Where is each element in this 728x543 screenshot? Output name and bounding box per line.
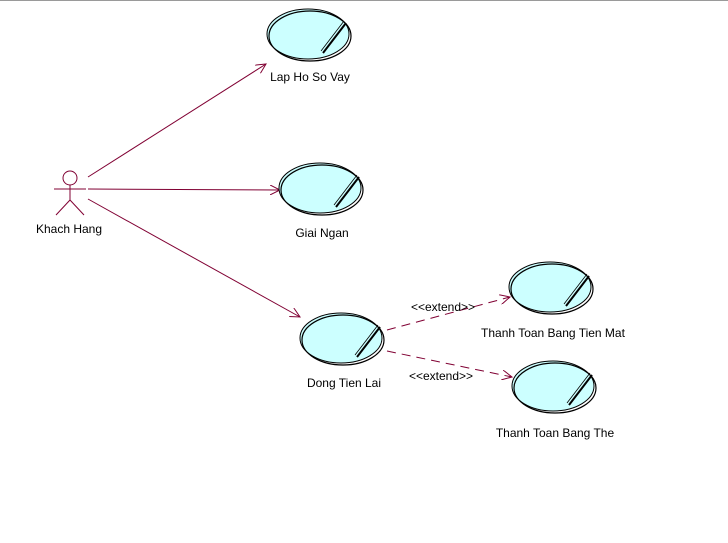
usecase-dong-tien-lai[interactable]: Dong Tien Lai [299,312,385,390]
stick-figure-icon [54,170,86,216]
usecase-ellipse-icon [266,8,352,62]
usecase-ellipse-icon [278,162,364,216]
extend-label-2: <<extend>> [409,369,473,383]
extend-the[interactable] [386,350,512,377]
usecase-label: Giai Ngan [295,226,348,240]
usecase-label: Thanh Toan Bang The [496,426,615,440]
actor-label: Khach Hang [36,222,102,236]
associations [87,64,300,317]
usecase-label: Thanh Toan Bang Tien Mat [481,326,626,340]
usecase-ellipse-icon [511,360,597,414]
actor-khach-hang[interactable]: Khach Hang [36,170,102,236]
usecase-label: Dong Tien Lai [307,376,381,390]
association-giai-ngan[interactable] [87,189,280,190]
usecase-thanh-toan-the[interactable]: Thanh Toan Bang The [496,360,615,440]
usecase-ellipse-icon [508,261,594,315]
association-dong-tien-lai[interactable] [87,198,300,317]
usecase-label: Lap Ho So Vay [270,70,350,84]
usecase-thanh-toan-tien-mat[interactable]: Thanh Toan Bang Tien Mat [481,261,626,340]
extend-tien-mat[interactable] [386,297,510,331]
usecase-giai-ngan[interactable]: Giai Ngan [278,162,364,240]
usecase-lap-ho-so-vay[interactable]: Lap Ho So Vay [266,8,352,84]
extend-relations [386,297,512,377]
association-lap-ho-so-vay[interactable] [87,64,266,178]
extend-label-1: <<extend>> [411,300,475,314]
usecase-ellipse-icon [299,312,385,366]
